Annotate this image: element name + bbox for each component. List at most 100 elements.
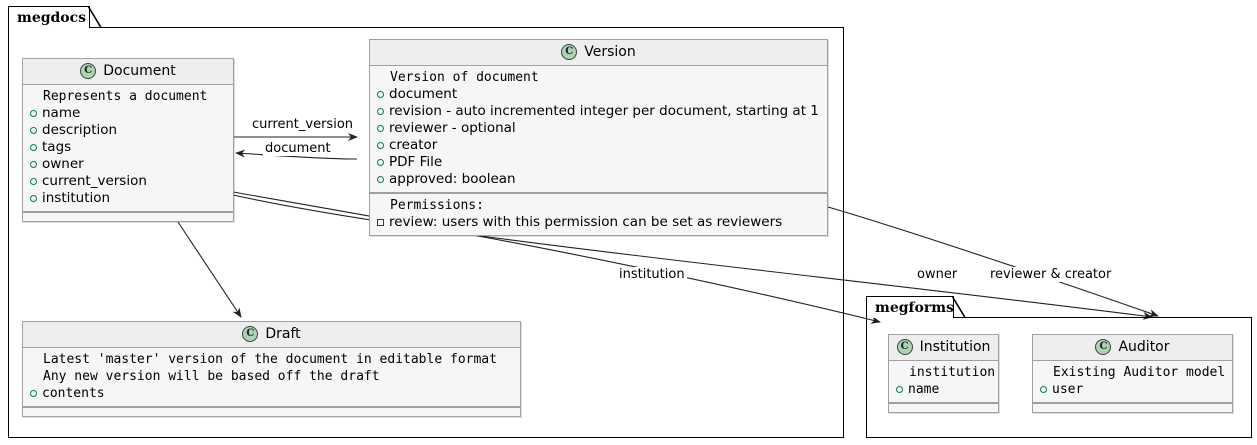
class-draft-note-line-2: Any new version will be based off the dr…	[43, 369, 380, 384]
attribute-row: owner	[27, 156, 229, 173]
attribute-row: document	[374, 86, 823, 103]
operation-label: review: users with this permission can b…	[389, 214, 783, 230]
class-draft-header: C Draft	[23, 322, 520, 348]
package-megforms-label: megforms	[875, 299, 954, 316]
attribute-label: revision - auto incremented integer per …	[389, 103, 819, 119]
package-megforms: megforms	[866, 296, 1252, 438]
class-document-attributes: Represents a document name description t…	[23, 85, 233, 212]
package-megforms-tab: megforms	[866, 296, 954, 318]
public-marker-icon	[377, 125, 384, 132]
attribute-label: tags	[42, 139, 72, 155]
public-marker-icon	[1040, 386, 1047, 393]
public-marker-icon	[896, 386, 903, 393]
package-megdocs-label: megdocs	[17, 9, 87, 26]
attribute-label: name	[908, 382, 940, 397]
class-version[interactable]: C Version Version of document document r…	[369, 39, 828, 236]
public-marker-icon	[30, 161, 37, 168]
attribute-row: approved: boolean	[374, 171, 823, 188]
attribute-label: user	[1052, 382, 1084, 397]
package-megdocs-body	[8, 27, 844, 438]
attribute-row: description	[27, 122, 229, 139]
package-megforms-tab-slant	[952, 296, 966, 318]
public-marker-icon	[30, 127, 37, 134]
public-marker-icon	[377, 108, 384, 115]
class-version-header: C Version	[370, 40, 827, 66]
private-marker-icon	[377, 219, 384, 226]
class-auditor-attributes: Existing Auditor model user	[1033, 361, 1232, 403]
public-marker-icon	[30, 195, 37, 202]
public-marker-icon	[30, 178, 37, 185]
attribute-label: reviewer - optional	[389, 120, 516, 136]
attribute-row: contents	[27, 385, 516, 402]
class-document[interactable]: C Document Represents a document name de…	[22, 58, 234, 222]
attribute-label: institution	[42, 190, 111, 206]
attribute-row: creator	[374, 137, 823, 154]
class-draft-note-line-1: Latest 'master' version of the document …	[43, 352, 497, 367]
class-document-operations	[23, 212, 233, 221]
class-icon: C	[80, 63, 97, 79]
attribute-row: reviewer - optional	[374, 120, 823, 137]
class-version-note: Version of document	[390, 70, 539, 85]
attribute-row: tags	[27, 139, 229, 156]
attribute-label: PDF File	[389, 154, 443, 170]
public-marker-icon	[30, 110, 37, 117]
attribute-label: approved: boolean	[389, 171, 516, 187]
edge-label-document: document	[263, 141, 333, 156]
class-version-operations: Permissions: review: users with this per…	[370, 193, 827, 235]
class-institution-note: institution	[909, 365, 996, 380]
class-auditor[interactable]: C Auditor Existing Auditor model user	[1032, 334, 1233, 413]
class-institution[interactable]: C Institution institution name	[888, 334, 999, 413]
attribute-label: document	[389, 86, 458, 102]
class-institution-title: Institution	[919, 339, 991, 355]
attribute-row: revision - auto incremented integer per …	[374, 103, 823, 120]
package-megdocs-tab-slant	[88, 6, 102, 28]
attribute-row: institution	[27, 190, 229, 207]
edge-label-reviewer-creator: reviewer & creator	[988, 267, 1114, 282]
class-draft-operations	[23, 407, 520, 416]
class-institution-header: C Institution	[889, 335, 998, 361]
class-draft-title: Draft	[265, 326, 301, 342]
class-icon: C	[1095, 339, 1112, 355]
public-marker-icon	[377, 91, 384, 98]
attribute-label: contents	[42, 386, 105, 401]
attribute-label: name	[42, 105, 81, 121]
package-megdocs: megdocs	[8, 6, 844, 438]
class-icon: C	[242, 326, 259, 342]
class-document-header: C Document	[23, 59, 233, 85]
edge-label-current-version: current_version	[250, 117, 356, 132]
class-institution-operations	[889, 403, 998, 412]
public-marker-icon	[377, 159, 384, 166]
edge-label-institution: institution	[617, 267, 687, 282]
attribute-row: user	[1037, 381, 1228, 398]
class-auditor-header: C Auditor	[1033, 335, 1232, 361]
class-version-permissions-note: Permissions:	[390, 198, 484, 213]
class-auditor-title: Auditor	[1118, 339, 1170, 355]
public-marker-icon	[377, 142, 384, 149]
class-auditor-note: Existing Auditor model	[1053, 365, 1226, 380]
class-icon: C	[561, 44, 578, 60]
class-document-note: Represents a document	[43, 89, 208, 104]
class-document-title: Document	[103, 63, 176, 79]
attribute-label: current_version	[42, 173, 147, 189]
attribute-label: creator	[389, 137, 438, 153]
attribute-row: name	[893, 381, 994, 398]
public-marker-icon	[30, 144, 37, 151]
attribute-row: name	[27, 105, 229, 122]
public-marker-icon	[30, 390, 37, 397]
attribute-row: current_version	[27, 173, 229, 190]
class-version-attributes: Version of document document revision - …	[370, 66, 827, 193]
attribute-label: owner	[42, 156, 84, 172]
package-megdocs-tab: megdocs	[8, 6, 90, 28]
public-marker-icon	[377, 176, 384, 183]
operation-row: review: users with this permission can b…	[374, 214, 823, 231]
attribute-label: description	[42, 122, 118, 138]
class-version-title: Version	[584, 44, 636, 60]
class-draft[interactable]: C Draft Latest 'master' version of the d…	[22, 321, 521, 417]
attribute-row: PDF File	[374, 154, 823, 171]
class-institution-attributes: institution name	[889, 361, 998, 403]
class-icon: C	[896, 339, 913, 355]
class-draft-attributes: Latest 'master' version of the document …	[23, 348, 520, 407]
class-auditor-operations	[1033, 403, 1232, 412]
package-megforms-body	[866, 317, 1252, 438]
